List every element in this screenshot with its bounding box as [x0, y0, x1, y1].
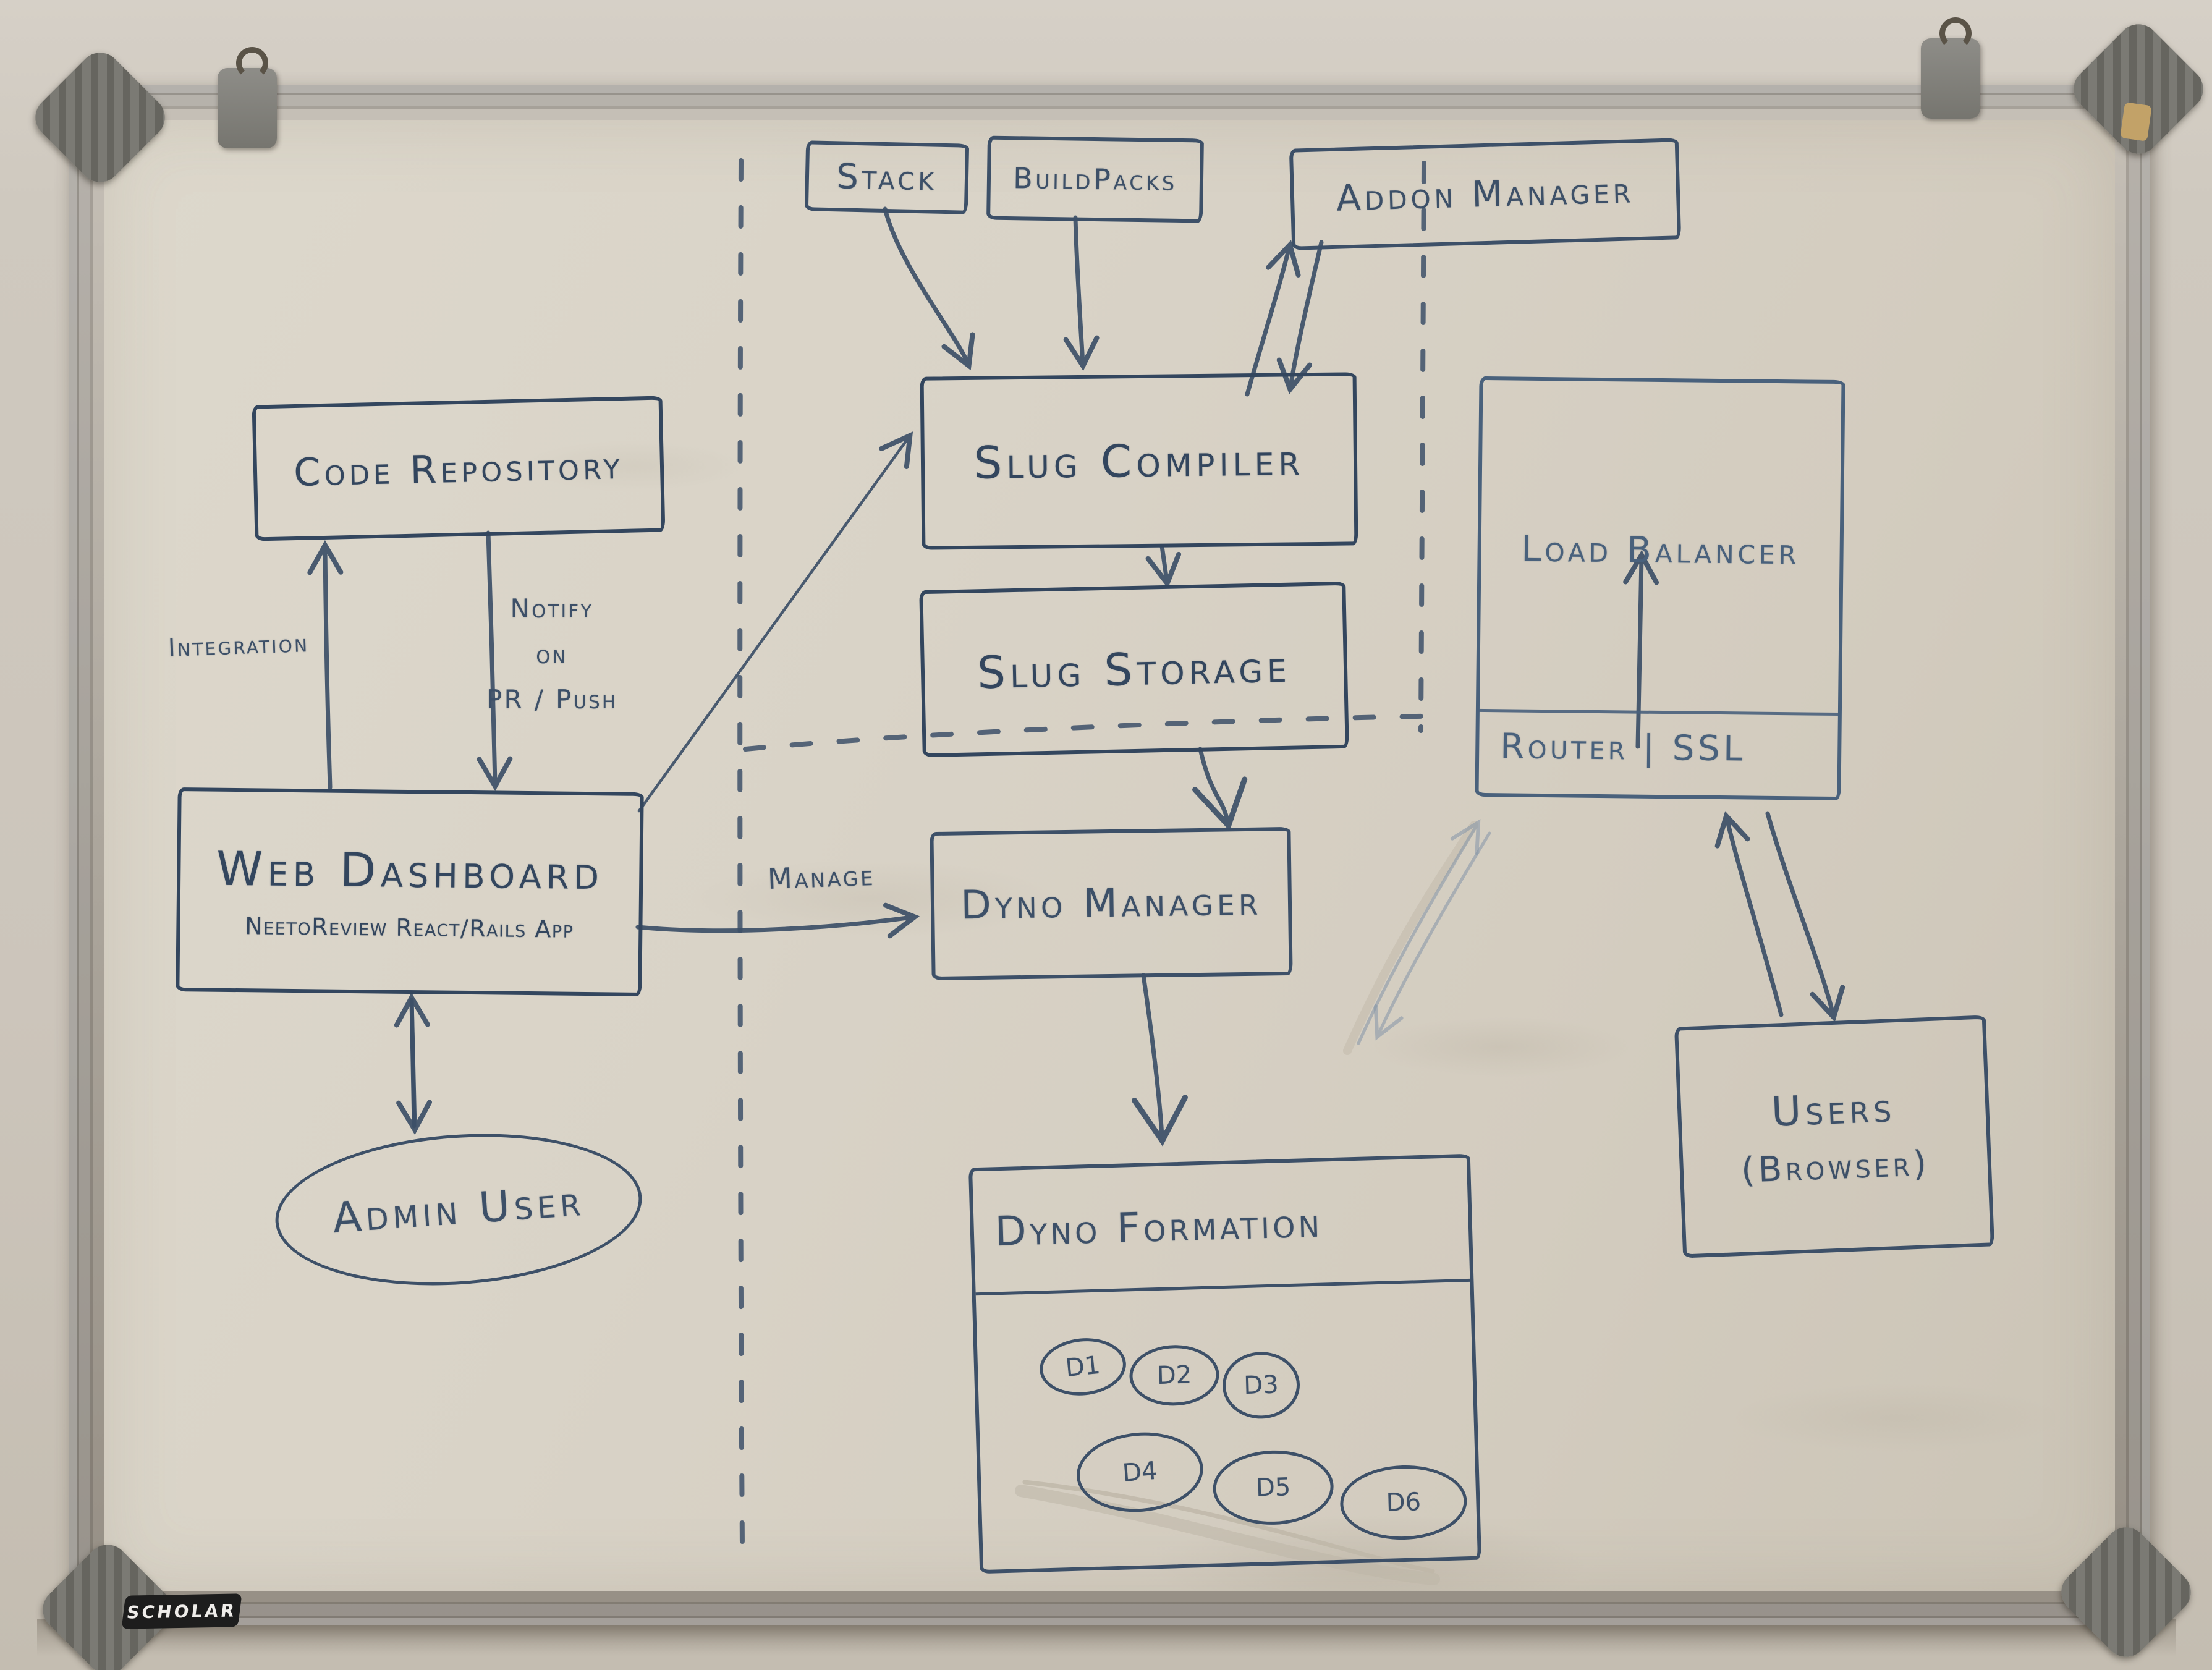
node-users: Users (Browser): [1674, 1015, 1994, 1258]
node-web-dashboard-label: Web Dashboard: [216, 841, 604, 900]
edge-label-integration: Integration: [167, 629, 310, 663]
node-buildpacks: BuildPacks: [986, 135, 1204, 223]
dyno-d3: D3: [1221, 1350, 1301, 1420]
node-addon-manager-label: Addon Manager: [1336, 169, 1635, 219]
node-users-label: Users: [1770, 1083, 1897, 1136]
node-dyno-manager-label: Dyno Manager: [960, 878, 1263, 929]
node-dyno-formation: Dyno Formation D1 D2 D3 D4 D5 D6: [968, 1153, 1482, 1574]
dyno-d5: D5: [1211, 1449, 1335, 1527]
node-slug-storage-label: Slug Storage: [977, 640, 1292, 699]
dyno-d2: D2: [1129, 1344, 1220, 1407]
frame-sticker-tag: [2120, 102, 2152, 142]
node-load-balancer: Load Balancer Router | SSL: [1475, 376, 1845, 801]
node-code-repository: Code Repository: [252, 396, 666, 541]
node-users-sublabel: (Browser): [1740, 1143, 1931, 1191]
node-buildpacks-label: BuildPacks: [1012, 161, 1178, 197]
dyno-d1: D1: [1036, 1334, 1129, 1400]
node-stack-label: Stack: [836, 156, 938, 199]
whiteboard-surface: [104, 120, 2115, 1591]
node-slug-compiler: Slug Compiler: [920, 372, 1358, 550]
node-addon-manager: Addon Manager: [1289, 138, 1682, 250]
node-admin-user-label: Admin User: [331, 1176, 587, 1243]
node-load-balancer-label: Load Balancer: [1520, 527, 1800, 573]
node-web-dashboard: Web Dashboard NeetoReview React/Rails Ap…: [176, 787, 644, 996]
edge-label-notify-line2: on: [536, 638, 568, 669]
edge-label-manage: Manage: [767, 858, 876, 896]
wall-shadow: [37, 1619, 2176, 1656]
wall-mount-clip-right: [1921, 17, 1980, 119]
edge-label-notify-on-pr-push: Notify on PR / Push: [475, 586, 629, 723]
edge-label-notify-line3: PR / Push: [486, 684, 618, 714]
board-brand-label: SCHOLAR: [121, 1593, 242, 1629]
wall-mount-clip-left: [218, 47, 277, 148]
node-slug-compiler-label: Slug Compiler: [973, 433, 1305, 489]
node-slug-storage: Slug Storage: [919, 581, 1349, 758]
dyno-d4: D4: [1074, 1427, 1206, 1517]
edge-label-notify-line1: Notify: [510, 593, 594, 624]
dyno-grid: D1 D2 D3 D4 D5 D6: [976, 1282, 1478, 1570]
node-dyno-manager: Dyno Manager: [930, 826, 1293, 981]
load-balancer-divider: [1477, 708, 1839, 716]
node-stack: Stack: [804, 140, 970, 214]
node-dyno-formation-label: Dyno Formation: [972, 1157, 1470, 1296]
node-code-repository-label: Code Repository: [293, 442, 624, 495]
dyno-d6: D6: [1339, 1464, 1468, 1541]
node-web-dashboard-sublabel: NeetoReview React/Rails App: [245, 912, 574, 943]
node-router-ssl-label: Router | SSL: [1499, 726, 1747, 769]
